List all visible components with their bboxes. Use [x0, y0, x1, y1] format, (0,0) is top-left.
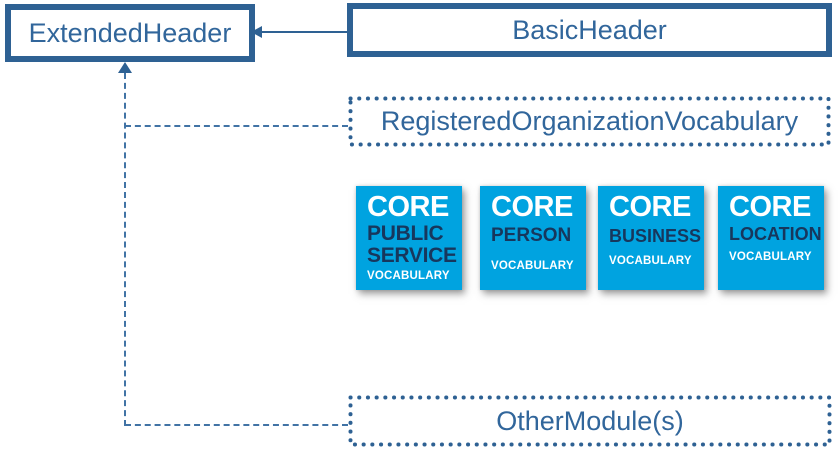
core-subtitle-line1: LOCATION [729, 223, 822, 244]
core-title: CORE [729, 191, 811, 223]
extended-header-label: ExtendedHeader [28, 17, 232, 48]
dashed-vertical-connector [124, 73, 126, 426]
core-location-vocabulary-tile: CORE LOCATION VOCABULARY [718, 186, 824, 290]
core-title: CORE [367, 191, 449, 223]
core-footer: VOCABULARY [609, 254, 692, 267]
basicheader-to-extendedheader-line [261, 31, 347, 33]
core-subtitle-line1: PERSON [491, 224, 572, 246]
core-footer: VOCABULARY [729, 250, 812, 263]
arrowhead-left-icon [251, 26, 262, 38]
dashed-connector-registered-org [125, 125, 348, 127]
basic-header-label: BasicHeader [512, 14, 667, 45]
core-person-vocabulary-tile: CORE PERSON VOCABULARY [480, 186, 586, 290]
core-title: CORE [491, 191, 573, 223]
arrowhead-up-icon [118, 62, 132, 73]
core-subtitle-line1: BUSINESS [609, 225, 702, 246]
registered-organization-vocabulary-label: RegisteredOrganizationVocabulary [380, 106, 799, 136]
extended-header-box: ExtendedHeader [5, 4, 255, 62]
core-business-vocabulary-tile: CORE BUSINESS VOCABULARY [598, 186, 704, 290]
other-module-label: OtherModule(s) [496, 405, 684, 436]
basic-header-box: BasicHeader [347, 3, 832, 57]
core-footer: VOCABULARY [491, 259, 574, 272]
core-subtitle-line2: SERVICE [367, 243, 457, 267]
other-module-box: OtherModule(s) [348, 395, 832, 447]
registered-organization-vocabulary-box: RegisteredOrganizationVocabulary [348, 96, 831, 147]
core-subtitle-line1: PUBLIC [367, 221, 444, 245]
core-public-service-vocabulary-tile: CORE PUBLIC SERVICE VOCABULARY [356, 186, 462, 290]
core-footer: VOCABULARY [367, 270, 450, 283]
core-title: CORE [609, 191, 691, 223]
dashed-connector-other-module [125, 424, 348, 426]
